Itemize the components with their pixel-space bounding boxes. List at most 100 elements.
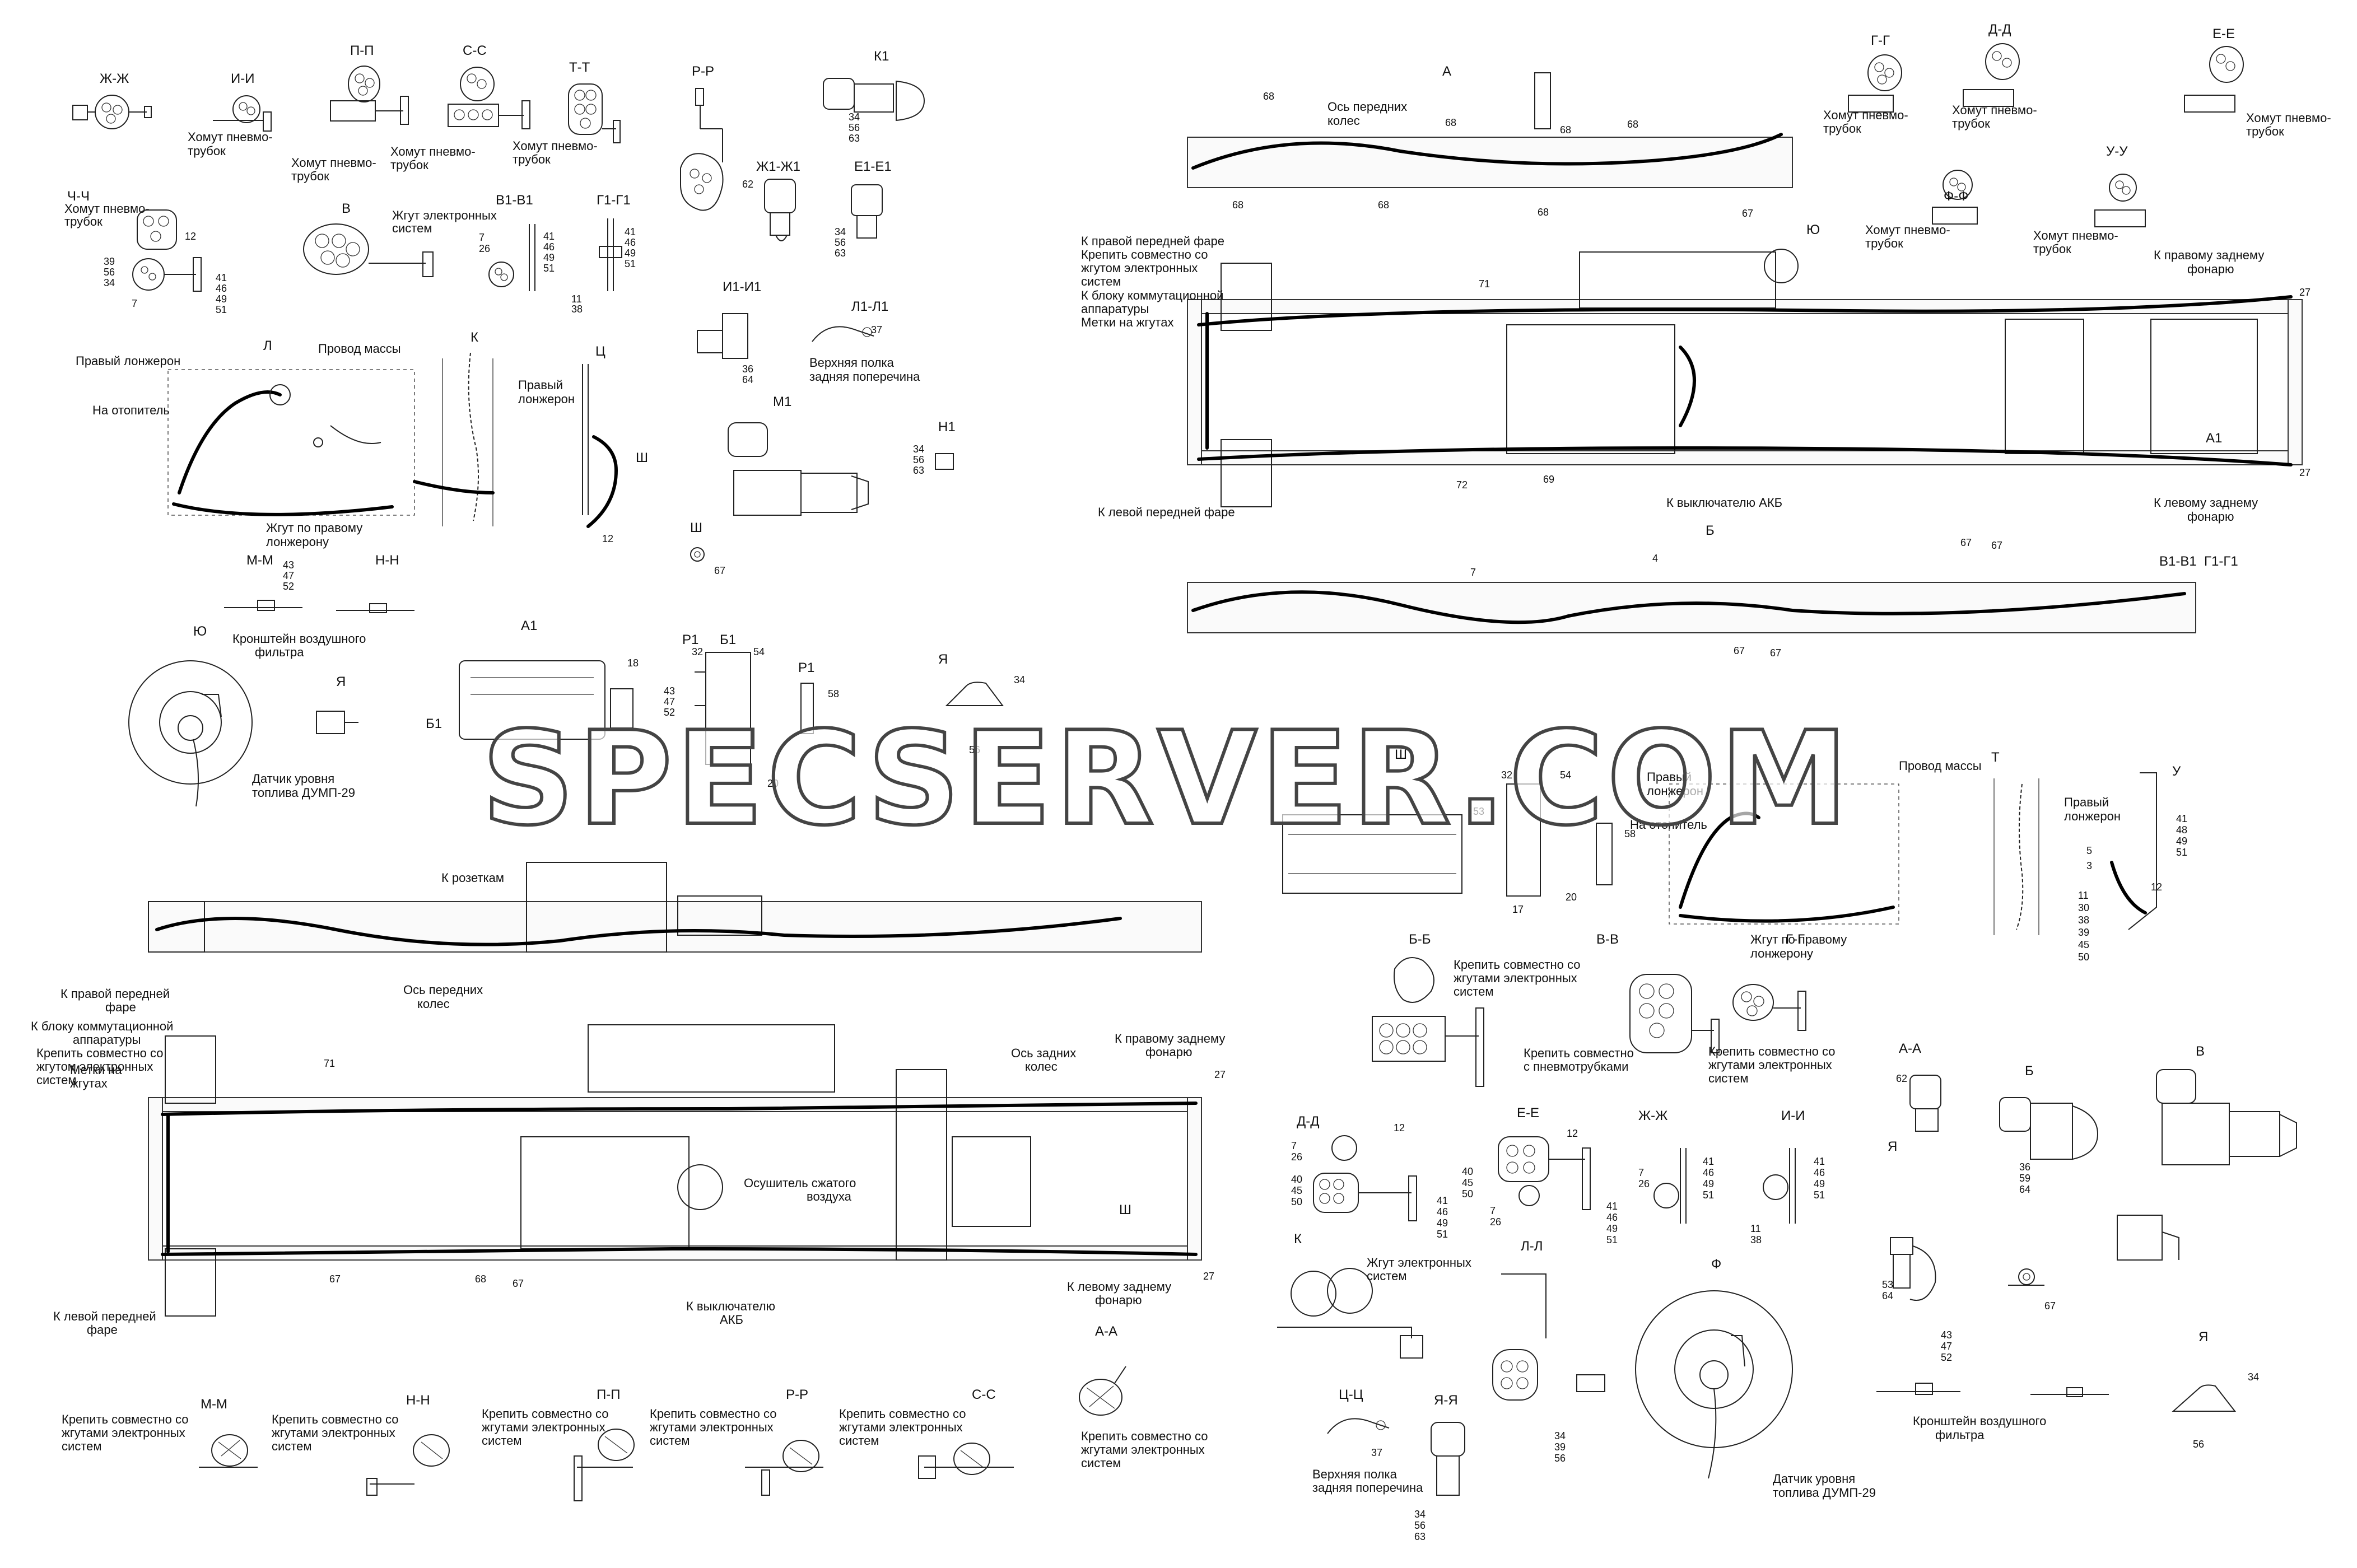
label: трубок [64,214,103,228]
label: систем [1454,984,1493,998]
section-ya-bottom: Я 34 56 [2172,1329,2259,1450]
label: Хомут пневмо- [390,144,476,158]
callout: 26 [1490,1216,1501,1228]
label: систем [1367,1269,1406,1283]
callout: 49 [625,248,636,259]
section-label: Л1-Л1 [851,299,888,314]
label: К левому заднему [1067,1280,1171,1294]
section-label: Ш [690,520,702,535]
callout: 7 [1470,567,1476,578]
section-label: Д-Д [1988,22,2011,37]
label: жгутами электронных [1454,971,1577,985]
callout: 49 [1606,1223,1618,1234]
callout: 67 [1991,540,2002,551]
label: задняя поперечина [1312,1481,1423,1495]
section-label: Ю [1806,222,1820,237]
section-d-d-tr: Д-Д Хомут пневмо- трубок [1952,22,2037,130]
callout: 32 [692,646,703,657]
label: фильтра [1935,1428,1985,1442]
label: трубок [2246,124,2284,138]
section-label: К1 [874,49,889,64]
label: Правый [2064,795,2109,809]
section-zh1-zh1: Ж1-Ж1 62 [742,159,800,241]
callout: 11 [1750,1223,1761,1234]
callout: 51 [625,258,636,269]
callout: 32 [1501,769,1512,781]
label: с пневмотрубками [1524,1060,1628,1074]
label: трубок [513,152,551,166]
section-m-m-bottom: М-М Крепить совместно со жгутами электро… [62,1397,258,1468]
label: колес [417,997,450,1011]
section-label: А1 [2206,431,2222,446]
view-chassis-side-2: К розеткам Ось передних колес [148,862,1202,1011]
label: лонжерон [518,392,575,406]
callout: 56 [2193,1439,2204,1450]
section-label: К [1294,1231,1302,1247]
section-ts-ts: Ц-Ц 37 Верхняя полка задняя поперечина [1312,1387,1423,1495]
label: систем [1081,274,1121,288]
callout: 26 [1291,1151,1302,1163]
section-label: Р-Р [692,64,714,79]
section-label: Т-Т [569,60,590,75]
view-chassis-top-2: К правой передней фаре К блоку коммутаци… [31,987,1226,1337]
section-zh-g-zh-g: 43 47 52 Кронштейн воздушного фильтра [1876,1329,2046,1442]
section-n1: Н1 34 56 63 [913,419,956,476]
callout: 27 [1214,1069,1226,1080]
section-a-a-right: А-А 62 Я [1888,1041,1941,1154]
callout: 67 [1960,537,1972,548]
section-label: Н-Н [406,1393,430,1408]
label: систем [650,1434,690,1448]
label: трубок [390,158,428,172]
callout: 46 [1606,1212,1618,1223]
label: систем [482,1434,521,1448]
section-i-g-i-g [2030,1387,2109,1397]
view-yu: Ю Я Датчик уровня топлива ДУМП-29 [128,624,358,807]
callout: 43 [283,559,294,571]
section-label: Я [938,652,948,667]
callout: 63 [849,133,860,144]
callout: 7 [1490,1205,1496,1216]
callout: 41 [1814,1156,1825,1167]
section-label: М1 [773,394,791,409]
label: Хомут пневмо- [2246,111,2331,125]
section-u-u: У-У Хомут пневмо- трубок [2033,144,2146,256]
callout: 51 [1606,1234,1618,1245]
section-k1: К1 34 56 63 [823,49,925,144]
section-p-small: 67 [2008,1268,2056,1312]
callout: 67 [513,1278,524,1289]
label: Ось передних [403,983,483,997]
section-label: Ш [1119,1202,1131,1217]
section-s-s-bottom: С-С Крепить совместно со жгутами электро… [839,1387,1014,1479]
label: Крепить совместно со [1081,248,1208,262]
label: Крепить совместно со [36,1046,163,1060]
callout: 41 [1437,1195,1448,1206]
label: систем [62,1439,101,1453]
section-label: Е1-Е1 [854,159,892,174]
label: Провод массы [1899,759,1982,773]
label: трубок [291,169,329,183]
section-t-t: Т-Т Хомут пневмо- трубок [513,60,621,166]
callout: 5 [2086,845,2092,856]
label: колес [1025,1060,1058,1074]
label: Хомут пневмо- [188,130,273,144]
label: К выключателю АКБ [1666,496,1782,510]
callout: 12 [602,533,613,544]
section-label: Г-Г [1786,932,1805,947]
callout: 41 [216,272,227,283]
label: К правому заднему [1115,1032,1225,1046]
section-r-r-bottom: Р-Р Крепить совместно со жгутами электро… [650,1387,823,1496]
label: жгутами электронных [62,1426,185,1440]
label: жгутами электронных [839,1420,963,1434]
label: Провод массы [318,342,401,356]
label: К правой передней [60,987,170,1001]
section-label: Н-Н [375,553,399,568]
label: Правый лонжерон [76,354,180,368]
callout: 62 [1896,1073,1907,1084]
section-ch-ch: Ч-Ч Хомут пневмо- трубок 12 39 56 34 7 4… [64,189,227,315]
callout: 7 [1638,1167,1644,1178]
label: Хомут пневмо- [291,156,376,170]
section-i-i-bottom: И-И 41 46 49 51 11 38 [1750,1108,1825,1245]
callout: 51 [1703,1189,1714,1201]
label: Крепить совместно со [839,1407,966,1421]
label: систем [839,1434,879,1448]
